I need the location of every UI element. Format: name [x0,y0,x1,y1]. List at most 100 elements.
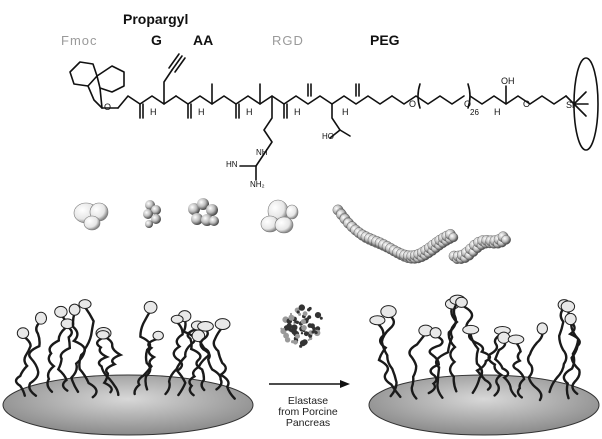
aa-model [188,198,219,226]
atom-o-peg2: O [464,99,472,109]
polymer-strand [493,339,517,398]
polymer-strand [380,313,398,398]
peptide-head [54,305,68,318]
atom-nh: NH [256,148,268,157]
peptide-head [560,300,576,313]
peptide-head [214,318,231,331]
peptide-head [34,311,48,325]
elastase-enzyme [280,304,323,348]
atom-h-5: H [342,107,349,117]
polymer-strand [487,332,504,397]
enzyme-caption-line3: Pancreas [285,417,331,429]
arginine-chain [263,95,273,155]
peptide-head [564,312,577,326]
polymer-strand [199,328,223,391]
fluorene-ring-bottom [87,85,103,109]
atom-nh2: NH₂ [250,180,265,189]
reaction-arrow [269,380,350,388]
rgd-model [260,199,299,234]
polymer-strand [447,301,459,393]
enzyme-atom [303,331,309,337]
enzyme-atom [294,320,297,324]
peg-bead [501,234,511,245]
surface-right [368,374,600,436]
atom-ho: HO [322,132,334,141]
atom-h-4: H [294,107,301,117]
enzyme-atom [300,332,304,335]
enzyme-caption-line2: from Porcine [278,406,338,418]
polymer-strand [526,330,544,402]
atom-oh: OH [501,76,515,86]
polymer-strand [71,311,98,399]
enzyme-atom [289,312,293,316]
peptide-head [170,314,184,324]
aspartate-chain [329,103,341,139]
peptide-head [462,324,480,335]
enzyme-atom [307,315,312,319]
peptide-head [143,300,158,314]
enzyme-atom [300,319,306,325]
polymer-strand [14,334,32,397]
enzyme-caption: Elastase from Porcine Pancreas [268,396,348,429]
polymer-strand [56,325,73,392]
fmoc-model [73,202,109,231]
rgd-label: RGD [272,33,304,48]
peptide-head [429,327,442,339]
fmoc-label: Fmoc [61,33,98,48]
enzyme-atom [284,337,291,343]
polymer-strand [28,320,43,397]
enzyme-atom [299,344,303,348]
enzyme-atom [302,311,308,317]
enzyme-atom [301,339,308,345]
peptide-head [197,321,214,332]
surface-ellipse [573,57,599,151]
polymer-strand [133,337,160,396]
propargyl-label: Propargyl [123,11,189,27]
peg-repeat-count: 26 [470,108,479,117]
polymer-strand [427,334,444,395]
enzyme-atom [298,312,302,316]
enzyme-atom [286,323,293,329]
peg-bead [448,232,459,243]
polymer-strand [512,341,526,399]
polymer-strand [408,332,427,400]
g-model [143,200,161,228]
enzyme-atom [314,331,318,335]
enzyme-atom [307,339,310,341]
polymer-strand [102,335,124,394]
peg-label: PEG [370,32,400,48]
polymer-strand [467,331,492,391]
atom-o-link: O [523,99,531,109]
brush-left [14,299,236,400]
peptide-head [380,305,397,319]
peptide-head [152,330,164,341]
enzyme-atom [291,329,298,335]
peptide-head [369,315,386,326]
g-label: G [151,32,162,48]
brush-right [369,294,581,402]
enzyme-atom [308,306,312,311]
surface-left [2,374,254,436]
enzyme-atom [296,310,300,314]
atom-o-left: O [104,102,112,112]
peptide-head [96,330,110,340]
polymer-strand [212,325,236,400]
atom-h-3: H [246,107,253,117]
enzyme-atom [298,304,305,311]
enzyme-atom [288,314,295,321]
enzyme-atom [312,326,316,331]
enzyme-atom [293,340,298,345]
peptide-head [68,303,81,316]
polymer-strand [172,321,187,397]
atom-h-2: H [198,107,205,117]
aa-label: AA [193,32,214,48]
backbone-start [117,95,177,109]
enzyme-caption-line1: Elastase [287,395,329,407]
atom-hn: HN [226,160,238,169]
polymer-strand [460,304,484,394]
polymer-strand [139,309,152,391]
enzyme-atom [307,323,313,328]
